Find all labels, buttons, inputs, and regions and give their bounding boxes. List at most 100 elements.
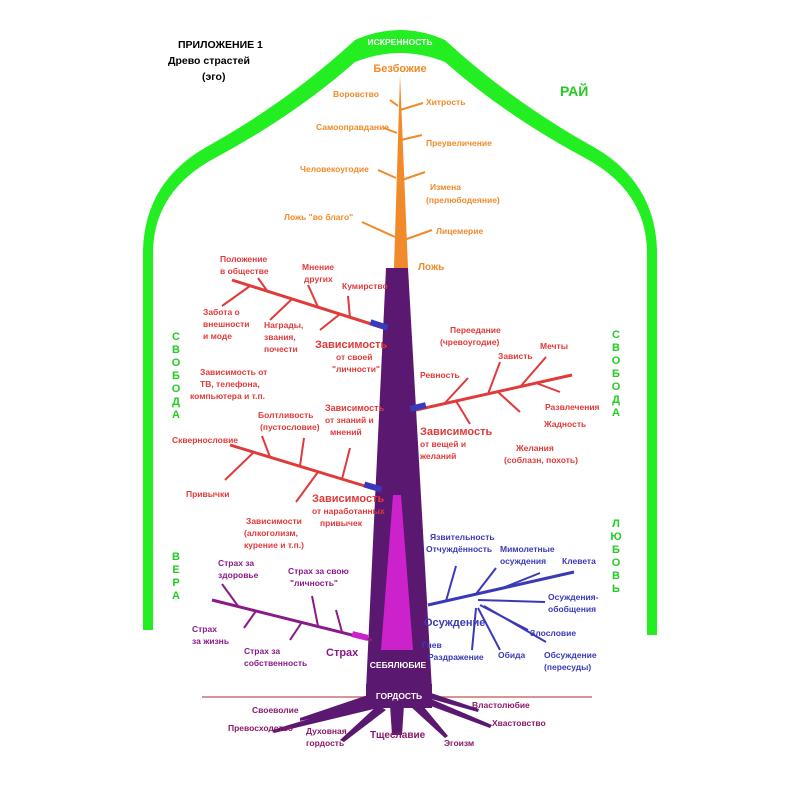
branch-label: Развлечения bbox=[545, 402, 600, 412]
branch-label: Награды, bbox=[264, 320, 303, 330]
branch-line bbox=[347, 295, 351, 319]
purple-branch bbox=[211, 583, 373, 642]
branch-line bbox=[221, 583, 239, 607]
red-branch-1 bbox=[221, 277, 385, 331]
branch-label: почести bbox=[264, 344, 298, 354]
branch-line bbox=[257, 277, 269, 293]
branch-line bbox=[445, 565, 457, 602]
branch-main bbox=[415, 373, 573, 412]
branch-label: Клевета bbox=[562, 556, 596, 566]
branch-label: Мнение bbox=[302, 262, 334, 272]
vertical-letter: В bbox=[172, 551, 180, 563]
branch-label: курение и т.п.) bbox=[244, 540, 304, 550]
branch-label: Кумирство bbox=[342, 281, 388, 291]
branch-label: Отчуждённость bbox=[426, 544, 492, 554]
branch-label: компьютера и т.п. bbox=[190, 391, 265, 401]
branch-label: Положение bbox=[220, 254, 267, 264]
branch-line bbox=[299, 437, 305, 467]
branch-label: Забота о bbox=[203, 307, 240, 317]
branch-line bbox=[221, 285, 251, 307]
branch-joint bbox=[363, 481, 383, 493]
trunk-top bbox=[394, 75, 408, 268]
branch-line bbox=[335, 609, 343, 633]
branch-line bbox=[471, 607, 477, 651]
left-upper-word: С В О Б О Д А bbox=[172, 331, 181, 421]
group-sub: от вещей и bbox=[420, 439, 466, 449]
purple-labels: Страх за здоровье Страх за свою "личност… bbox=[192, 558, 359, 668]
branch-label: Страх bbox=[192, 624, 217, 634]
branch-label: Зависимость от bbox=[200, 367, 267, 377]
branch-line bbox=[443, 377, 469, 405]
trunk-base bbox=[366, 684, 432, 708]
branch-line bbox=[477, 599, 546, 603]
vertical-letter: А bbox=[172, 409, 180, 421]
vertical-letter: О bbox=[172, 357, 181, 369]
vertical-letter: Б bbox=[612, 368, 620, 380]
vertical-letter: О bbox=[612, 557, 621, 569]
vertical-letter: О bbox=[172, 383, 181, 395]
vertical-letter: Ь bbox=[612, 583, 620, 595]
group-title: Зависимость bbox=[312, 493, 384, 505]
branch-line bbox=[399, 102, 424, 111]
orange-branches bbox=[361, 99, 433, 241]
label-lozh: Ложь bbox=[418, 262, 444, 273]
group-sub: привычек bbox=[320, 518, 363, 528]
group-title: Зависимость bbox=[315, 339, 387, 351]
root-shape bbox=[390, 705, 404, 735]
vertical-letter: Б bbox=[172, 370, 180, 382]
branch-label: (чревоугодие) bbox=[440, 337, 499, 347]
branch-label: (прелюбодеяние) bbox=[426, 195, 500, 205]
branch-label: (пустословие) bbox=[260, 422, 320, 432]
branch-label: Раздражение bbox=[428, 652, 484, 662]
header-line-1: ПРИЛОЖЕНИЕ 1 bbox=[178, 39, 263, 51]
branch-label: Привычки bbox=[186, 489, 229, 499]
branch-line bbox=[519, 356, 547, 388]
root-label: Своеволие bbox=[252, 705, 299, 715]
branch-label: Ложь "во благо" bbox=[284, 212, 353, 222]
vertical-letter: С bbox=[612, 329, 620, 341]
branch-label: Гнев bbox=[422, 640, 442, 650]
group-title: Осуждение bbox=[424, 617, 485, 629]
root-shape bbox=[424, 692, 479, 712]
branch-label: Желания bbox=[515, 443, 554, 453]
root-label: Эгоизм bbox=[444, 738, 474, 748]
vertical-letter: Д bbox=[612, 394, 620, 406]
group-sub: от своей bbox=[336, 352, 373, 362]
branch-label: Лицемерие bbox=[436, 226, 483, 236]
vertical-letter: Л bbox=[612, 518, 620, 530]
branch-line bbox=[383, 127, 398, 134]
vertical-letter: Р bbox=[172, 577, 179, 589]
branch-joint bbox=[351, 631, 369, 641]
branch-line bbox=[295, 471, 319, 503]
branch-label: Страх за bbox=[244, 646, 280, 656]
group-title: Зависимость bbox=[325, 403, 385, 413]
root-label: гордость bbox=[306, 738, 344, 748]
root-shape bbox=[340, 705, 386, 742]
branch-label: в обществе bbox=[220, 266, 269, 276]
branch-label: звания, bbox=[264, 332, 296, 342]
left-lower-word: В Е Р А bbox=[172, 551, 180, 602]
group-title: Страх bbox=[326, 647, 359, 659]
right-upper-word: С В О Б О Д А bbox=[612, 329, 621, 419]
branch-line bbox=[224, 451, 255, 481]
vertical-letter: В bbox=[612, 570, 620, 582]
vertical-letter: О bbox=[612, 355, 621, 367]
branch-label: Обсуждение bbox=[544, 650, 597, 660]
branch-label: (алкоголизм, bbox=[244, 528, 298, 538]
trunk-inner bbox=[381, 495, 413, 650]
root-label: Хвастовство bbox=[492, 718, 546, 728]
blue-branch bbox=[427, 565, 575, 651]
branch-line bbox=[487, 361, 501, 395]
branch-label: Воровство bbox=[333, 89, 379, 99]
blue-labels: Язвительность Отчуждённость Мимолетные о… bbox=[422, 532, 599, 672]
branch-line bbox=[307, 284, 319, 308]
branch-label: Обида bbox=[498, 650, 525, 660]
right-lower-word: Л Ю Б О В Ь bbox=[610, 518, 621, 595]
branch-line bbox=[400, 134, 423, 141]
red-branch-2 bbox=[415, 356, 573, 425]
branch-label: (соблазн, похоть) bbox=[504, 455, 578, 465]
group-sub: от знаний и bbox=[325, 415, 374, 425]
branch-label: Хитрость bbox=[426, 97, 465, 107]
branch-line bbox=[261, 435, 271, 458]
